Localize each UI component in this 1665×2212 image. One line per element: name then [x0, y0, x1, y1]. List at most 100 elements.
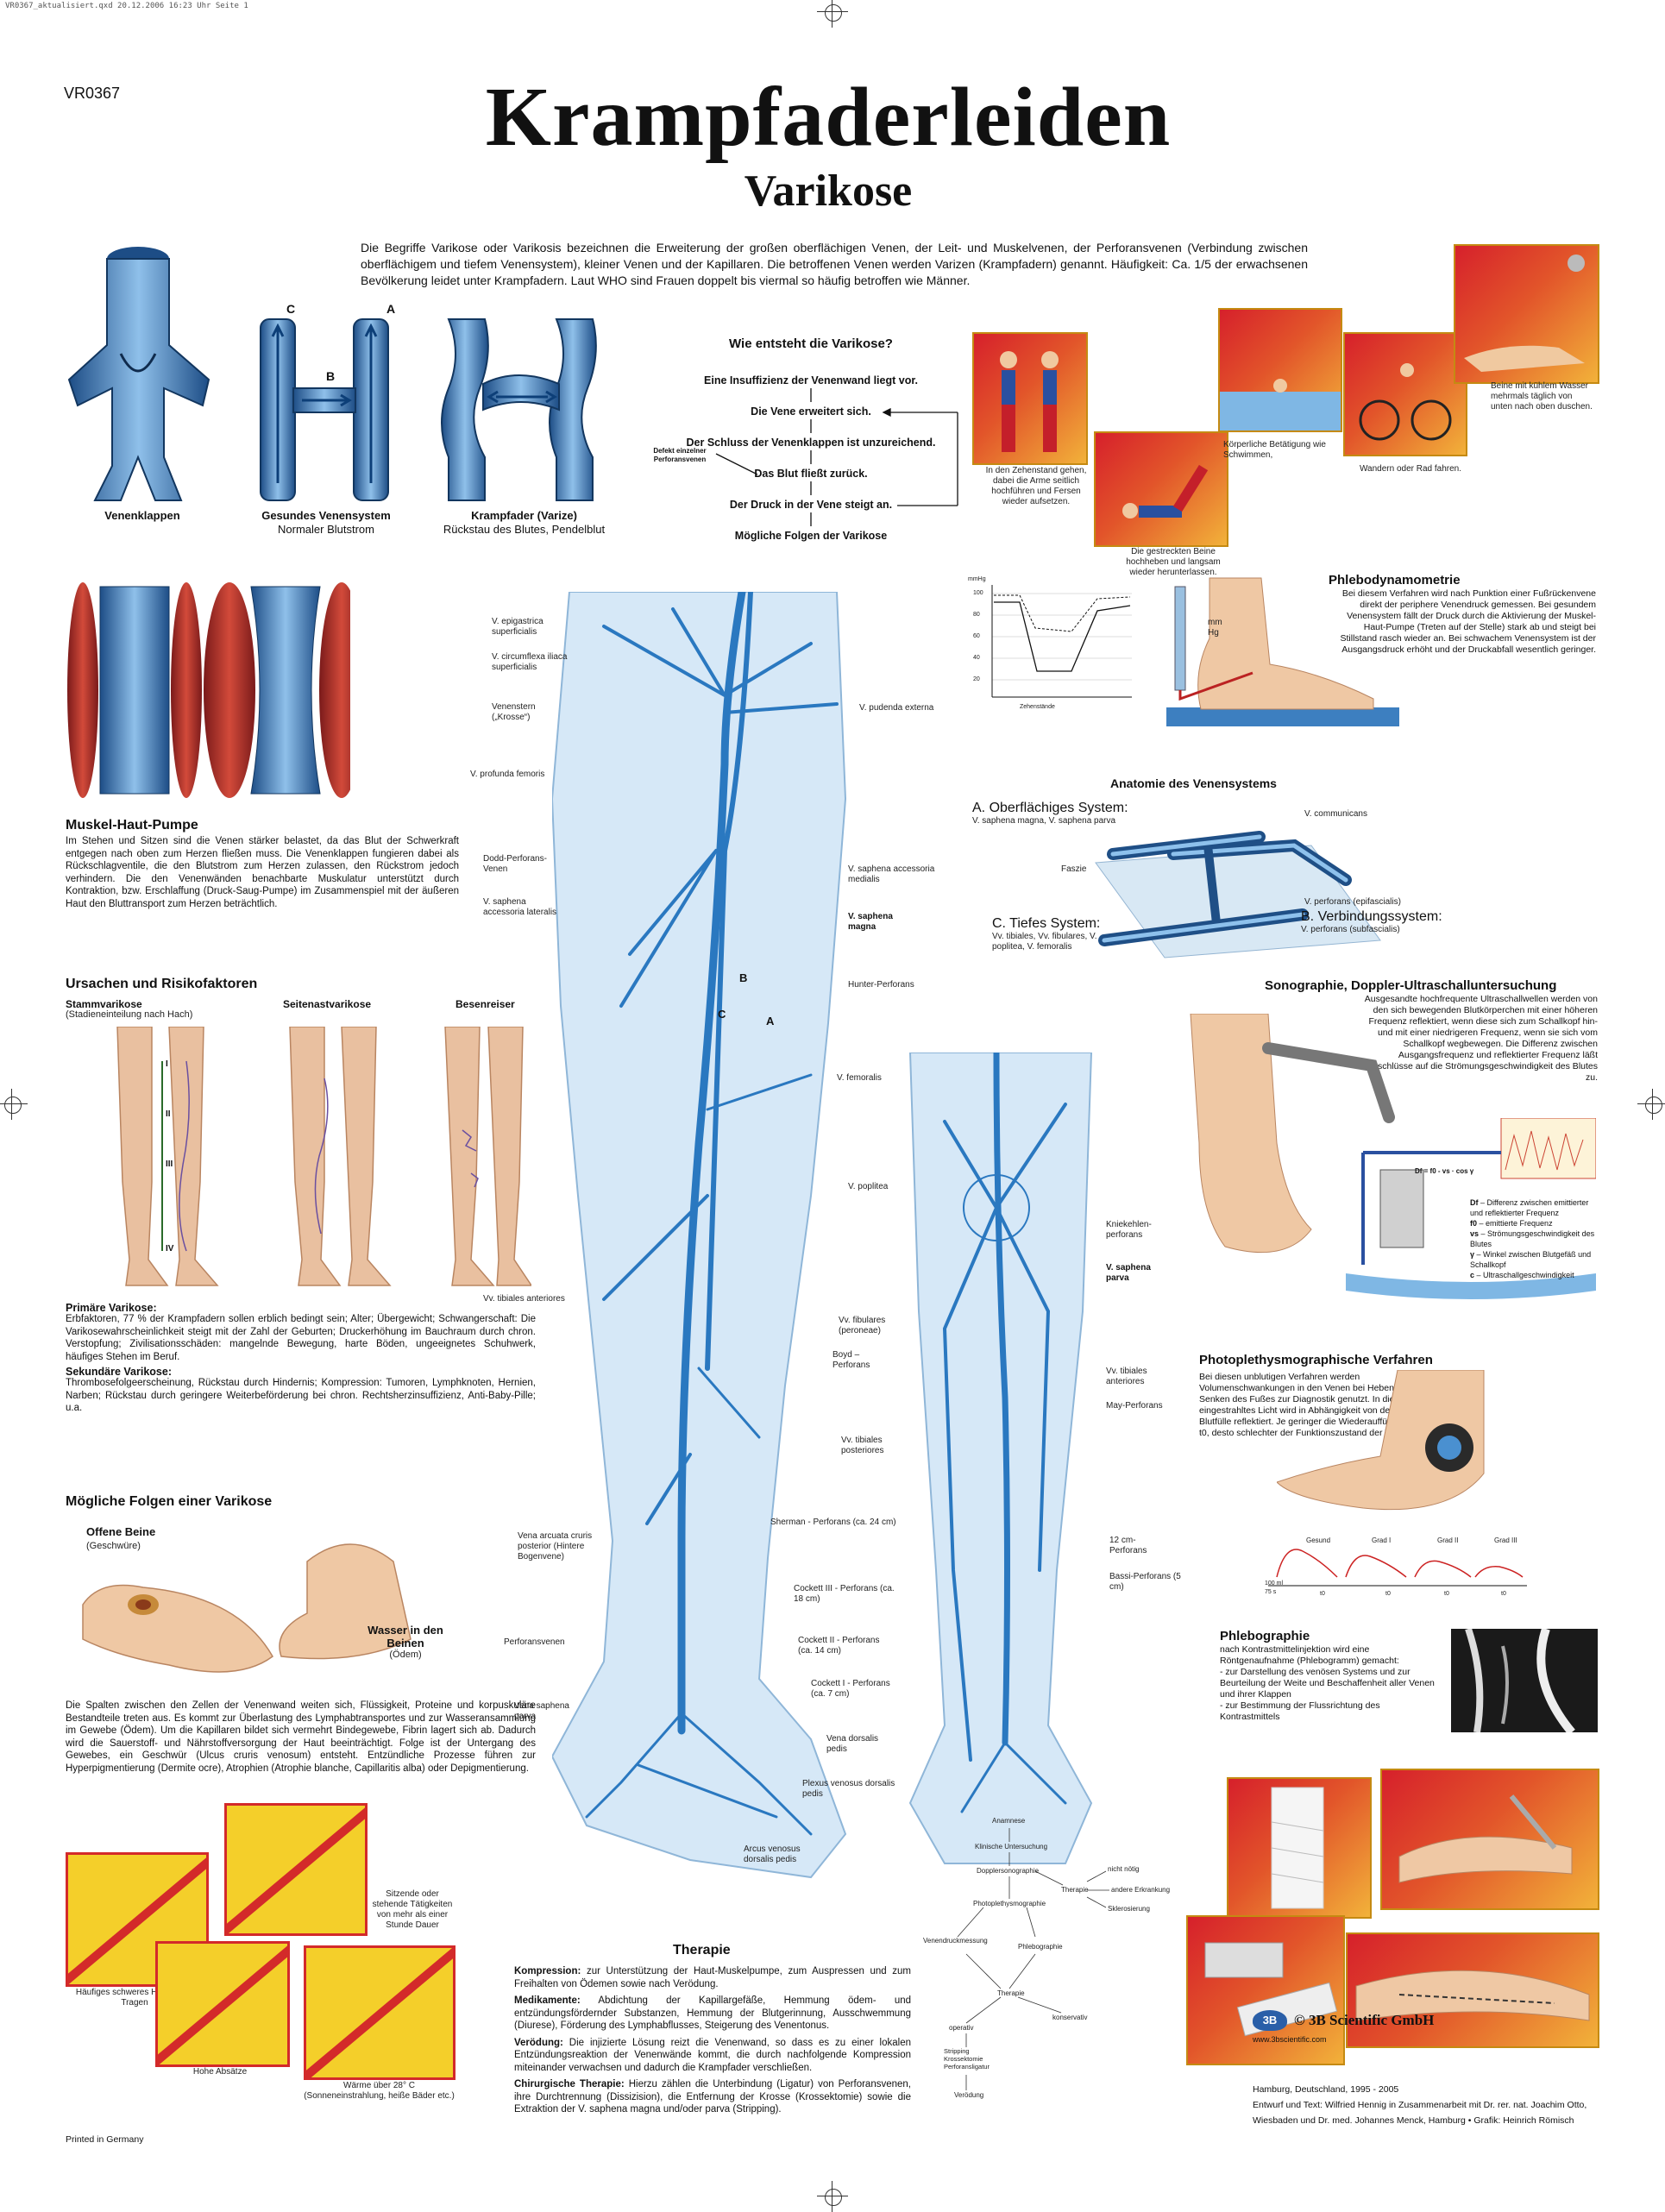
leg-label: V. saphena accessoria medialis [848, 864, 935, 884]
leg-letter: B [739, 971, 748, 984]
ppg-axis: 75 s [1265, 1589, 1277, 1595]
therapie-title: Therapie [673, 1943, 731, 1957]
leg-letter: C [718, 1008, 726, 1021]
leg-label: Cockett III - Perforans (ca. 18 cm) [794, 1584, 895, 1604]
offene-beine-label: Offene Beine [86, 1525, 156, 1538]
feet-illustration [66, 1536, 462, 1691]
photo-title: Photoplethysmographische Verfahren [1199, 1353, 1433, 1367]
vein-valve-illustration [60, 242, 216, 509]
phlebo-title: Phlebodynamometrie [1329, 573, 1461, 588]
sono-text: Ausgesandte hochfrequente Ultraschallwel… [1357, 994, 1598, 1083]
phlebographie-title: Phlebographie [1220, 1629, 1310, 1643]
xray-image [1451, 1629, 1598, 1732]
healthy-vein-illustration [250, 302, 401, 509]
varicose-vein-illustration [436, 302, 608, 509]
tree-node: Klinische Untersuchung [975, 1843, 1048, 1851]
flow-step: Der Schluss der Venenklappen ist unzurei… [686, 437, 936, 449]
stage-i: I [166, 1059, 168, 1069]
leg-label: Sherman - Perforans (ca. 24 cm) [770, 1518, 896, 1527]
tree-node: Venendruckmessung [923, 1937, 988, 1945]
muskel-text: Im Stehen und Sitzen sind die Venen stär… [66, 836, 459, 909]
intro-text: Die Begriffe Varikose oder Varikosis bez… [361, 241, 1308, 287]
avoid-heat-text: Wärme über 28° C (Sonneneinstrahlung, he… [304, 2081, 455, 2101]
crop-mark-bottom [817, 2181, 848, 2212]
leg-label: V. profunda femoris [470, 770, 545, 779]
crop-mark-top [817, 0, 848, 28]
phlebo-foot-illustration [1166, 569, 1399, 733]
anatomie-epifascialis: V. perforans (epifascialis) [1304, 897, 1401, 907]
phlebographie-text: nach Kontrastmittelinjektion wird eine R… [1220, 1644, 1399, 1666]
publisher-credits2: Wiesbaden und Dr. med. Johannes Menck, H… [1253, 2115, 1574, 2126]
ppg-curves: Gesund Grad I Grad II Grad III 100 ml 75… [1265, 1525, 1527, 1603]
leg-label: Vv. tibiales posteriores [841, 1436, 884, 1455]
article-number: VR0367 [64, 85, 121, 102]
main-leg-illustration [550, 588, 854, 1895]
doppler-legend: Df – Differenz zwischen emittierter und … [1470, 1197, 1599, 1280]
stammvarikose-sub: (Stadieneinteilung nach Hach) [66, 1009, 193, 1020]
anatomie-illustration [1087, 811, 1389, 966]
page-title: Krampfaderleiden [485, 71, 1172, 164]
stage-ii: II [166, 1109, 171, 1119]
flowchart: Wie entsteht die Varikose? Eine Insuffiz… [653, 336, 966, 552]
phlebographie-bullet: - zur Darstellung des venösen Systems un… [1220, 1667, 1435, 1700]
sekundaere-title: Sekundäre Varikose: [66, 1366, 172, 1378]
exercise-tile-toes [972, 332, 1088, 465]
photo-foot-illustration [1276, 1369, 1510, 1521]
chart-ytick: 20 [973, 676, 980, 682]
doppler-formula: Df = f0 - vs · cos γ [1415, 1167, 1474, 1175]
publisher-web: www.3bscientific.com [1253, 2035, 1327, 2044]
tree-node: andere Erkrankung [1111, 1886, 1171, 1894]
leg-label: Vena dorsalis pedis [826, 1734, 879, 1754]
ppg-axis: 100 ml [1265, 1580, 1284, 1587]
avoid-heels-text: Hohe Absätze [192, 2067, 248, 2077]
anatomie-title: Anatomie des Venensystems [1110, 776, 1277, 790]
avoid-lifting-text: Häufiges schweres Heben und Tragen [75, 1988, 194, 2008]
legend-row: Df – Differenz zwischen emittierter und … [1470, 1198, 1589, 1217]
exercise-toes-text: In den Zehenstand gehen, dabei die Arme … [985, 466, 1087, 506]
exercise-bike-text: Wandern oder Rad fahren. [1359, 464, 1462, 474]
therapy-tile-bandage [1227, 1777, 1372, 1919]
stammvarikose-label: Stammvarikose [66, 998, 142, 1010]
anatomie-c-title: C. Tiefes System: [992, 916, 1101, 931]
exercise-tile-shower [1454, 244, 1599, 384]
title-block: Krampfaderleiden Varikose [397, 69, 1260, 217]
primaere-title: Primäre Varikose: [66, 1302, 157, 1314]
caption-krampf-sub: Rückstau des Blutes, Pendelblut [443, 523, 606, 536]
leg-label: Vv. tibiales anteriores [1106, 1367, 1147, 1386]
phlebographie-bullet: - zur Bestimmung der Flussrichtung des K… [1220, 1700, 1380, 1722]
leg-label: V. circumflexa iliaca superficialis [492, 652, 568, 672]
legend-row: c – Ultraschallgeschwindigkeit [1470, 1271, 1574, 1279]
leg-label: Vv. tibiales anteriores [483, 1294, 565, 1304]
primaere-block: Primäre Varikose: Erbfaktoren, 77 % der … [66, 1303, 536, 1415]
primaere-text: Erbfaktoren, 77 % der Krampfadern sollen… [66, 1314, 536, 1362]
chart-ytick: 40 [973, 655, 980, 661]
publisher-logo-text: 3B [1262, 2014, 1278, 2027]
leg-label: Venenstern („Krosse“) [492, 702, 536, 722]
leg-label: V. poplitea [848, 1182, 889, 1191]
wasser-sub: (Ödem) [389, 1650, 422, 1660]
leg-label: V. femoralis [837, 1073, 882, 1083]
printed-in: Printed in Germany [66, 2134, 144, 2145]
t-label: t0 [1444, 1591, 1449, 1597]
tree-node: Phlebographie [1018, 1943, 1063, 1951]
leg-label: Arcus venosus dorsalis pedis [744, 1844, 801, 1864]
flow-side-label: Defekt einzelner Perforansvenen [653, 447, 707, 463]
legend-row: f0 – emittierte Frequenz [1470, 1219, 1553, 1228]
publisher-place: Hamburg, Deutschland, 1995 - 2005 [1253, 2084, 1399, 2095]
therapy-tile-injection [1380, 1769, 1599, 1910]
leg-label: V. saphena magna [848, 912, 893, 932]
caption-krampf: Krampfader (Varize) Rückstau des Blutes,… [427, 509, 621, 537]
curve-label: Grad II [1437, 1536, 1459, 1544]
crop-mark-left [0, 1089, 28, 1120]
wasser-block: Wasser in den Beinen (Ödem) [354, 1624, 457, 1660]
chart-xlabel: Zehenstände [1020, 704, 1055, 710]
doppler-diagram [1346, 1117, 1597, 1299]
leg-label: 12 cm-Perforans [1109, 1536, 1147, 1555]
leg-label: V. saphena parva [1106, 1263, 1151, 1283]
muskel-title: Muskel-Haut-Pumpe [66, 818, 198, 833]
t-label: t0 [1501, 1591, 1506, 1597]
photo-text: Bei diesen unblutigen Verfahren werden V… [1199, 1372, 1425, 1438]
therapie-list: Kompression: zur Unterstützung der Haut-… [514, 1965, 911, 2121]
leg-label: Dodd-Perforans-Venen [483, 854, 547, 874]
leg-label: V. saphena accessoria lateralis [483, 897, 557, 917]
